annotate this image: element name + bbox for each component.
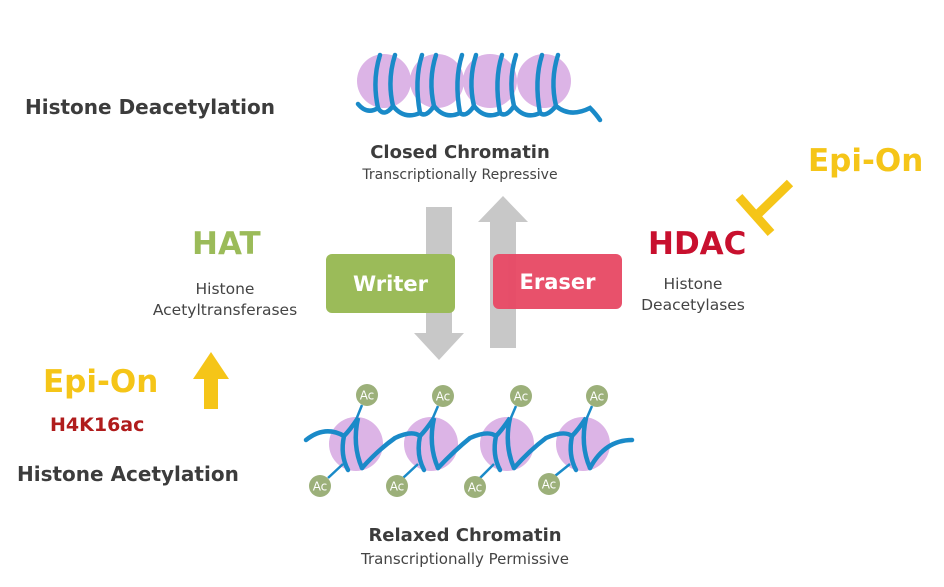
epi-on-left-label: Epi-On bbox=[43, 364, 159, 400]
hdac-fullname-line1: Histone bbox=[663, 275, 723, 293]
relaxed-chromatin-graphic bbox=[303, 404, 635, 480]
hat-fullname-line1: Histone bbox=[195, 280, 255, 298]
acetyl-badge-label: Ac bbox=[590, 390, 605, 404]
hat-fullname-line2: Acetyltransferases bbox=[152, 301, 298, 319]
hdac-fullname: Histone Deacetylases bbox=[628, 274, 758, 316]
acetyl-badge: Ac bbox=[356, 384, 378, 406]
relaxed-chromatin-caption: Relaxed Chromatin Transcriptionally Perm… bbox=[330, 525, 600, 568]
histone-acetylation-label: Histone Acetylation bbox=[17, 462, 239, 486]
epi-on-up-arrow-icon bbox=[193, 352, 229, 409]
acetyl-badge-label: Ac bbox=[468, 481, 483, 495]
eraser-label-box: Eraser bbox=[493, 254, 622, 309]
hdac-fullname-line2: Deacetylases bbox=[641, 296, 745, 314]
acetyl-badge: Ac bbox=[586, 385, 608, 407]
hdac-acronym: HDAC bbox=[648, 226, 747, 262]
relaxed-chromatin-title: Relaxed Chromatin bbox=[368, 525, 562, 546]
acetyl-badge: Ac bbox=[309, 475, 331, 497]
acetyl-badge-label: Ac bbox=[360, 389, 375, 403]
acetyl-badge: Ac bbox=[510, 385, 532, 407]
closed-chromatin-graphic bbox=[355, 52, 603, 123]
writer-label-box: Writer bbox=[326, 254, 455, 313]
relaxed-chromatin-subtitle: Transcriptionally Permissive bbox=[361, 550, 569, 568]
closed-chromatin-title: Closed Chromatin bbox=[370, 142, 550, 163]
h4k16ac-label: H4K16ac bbox=[50, 414, 145, 436]
acetyl-badge-label: Ac bbox=[514, 390, 529, 404]
acetyl-badge-label: Ac bbox=[542, 478, 557, 492]
acetyl-badge-label: Ac bbox=[313, 480, 328, 494]
acetyl-badge-label: Ac bbox=[436, 390, 451, 404]
epi-on-inhibition-icon bbox=[735, 179, 794, 236]
acetyl-badge: Ac bbox=[432, 385, 454, 407]
hat-fullname: Histone Acetyltransferases bbox=[140, 279, 310, 321]
closed-chromatin-caption: Closed Chromatin Transcriptionally Repre… bbox=[340, 142, 580, 183]
acetyl-badge-label: Ac bbox=[390, 480, 405, 494]
acetyl-badge: Ac bbox=[538, 473, 560, 495]
acetyl-badge: Ac bbox=[464, 476, 486, 498]
hat-acronym: HAT bbox=[192, 226, 261, 262]
closed-chromatin-subtitle: Transcriptionally Repressive bbox=[362, 167, 558, 183]
epi-on-right-label: Epi-On bbox=[808, 143, 924, 179]
histone-deacetylation-label: Histone Deacetylation bbox=[25, 95, 275, 119]
acetyl-badge: Ac bbox=[386, 475, 408, 497]
